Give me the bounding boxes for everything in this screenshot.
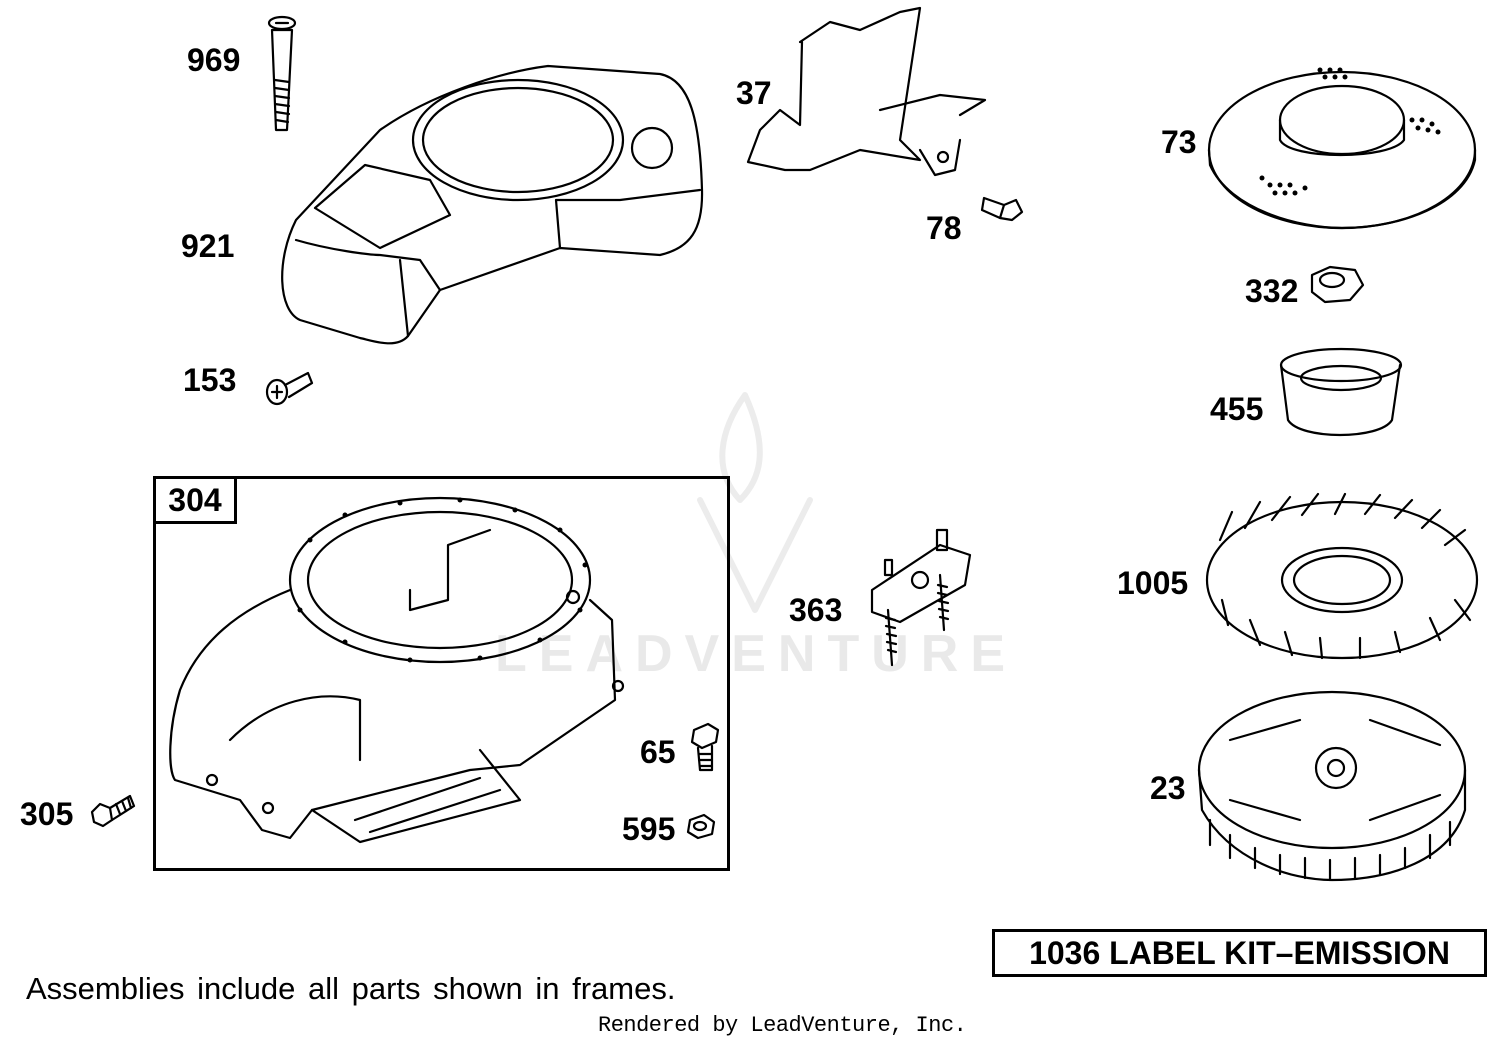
nut-332: [1310, 265, 1365, 304]
label-kit-box: 1036 LABEL KIT–EMISSION: [992, 929, 1487, 977]
air-baffle-37: [746, 6, 987, 177]
blower-shroud-921: [281, 64, 704, 345]
flywheel-fan-1005: [1205, 492, 1479, 660]
callout-455: 455: [1210, 391, 1264, 427]
screw-78: [980, 196, 1024, 222]
callout-65: 65: [640, 734, 676, 770]
callout-153: 153: [183, 362, 237, 398]
callout-363: 363: [789, 592, 843, 628]
assembly-frame: [153, 476, 730, 871]
callout-23: 23: [1150, 770, 1186, 806]
ignition-bracket-363: [870, 528, 972, 667]
bolt-65: [690, 722, 720, 772]
render-credit: Rendered by LeadVenture, Inc.: [598, 1013, 967, 1038]
starter-cup-455: [1279, 347, 1403, 437]
blower-housing-304: [169, 496, 625, 844]
screw-153: [265, 371, 314, 406]
assembly-frame-label: 304: [153, 476, 237, 524]
nut-595: [686, 813, 716, 840]
rotating-screen-73: [1207, 67, 1477, 230]
bolt-305: [90, 794, 136, 828]
callout-1005: 1005: [1117, 565, 1189, 601]
callout-73: 73: [1161, 124, 1197, 160]
callout-305: 305: [20, 796, 74, 832]
callout-595: 595: [622, 811, 676, 847]
assemblies-footnote: Assemblies include all parts shown in fr…: [26, 971, 676, 1006]
leadventure-watermark: LEADVENTURE: [495, 625, 1018, 683]
callout-37: 37: [736, 75, 772, 111]
callout-969: 969: [187, 42, 241, 78]
callout-921: 921: [181, 228, 235, 264]
bolt-969: [267, 15, 297, 132]
callout-332: 332: [1245, 273, 1299, 309]
flywheel-23: [1197, 690, 1467, 882]
watermark-flame-logo: [697, 392, 813, 613]
callout-78: 78: [926, 210, 962, 246]
